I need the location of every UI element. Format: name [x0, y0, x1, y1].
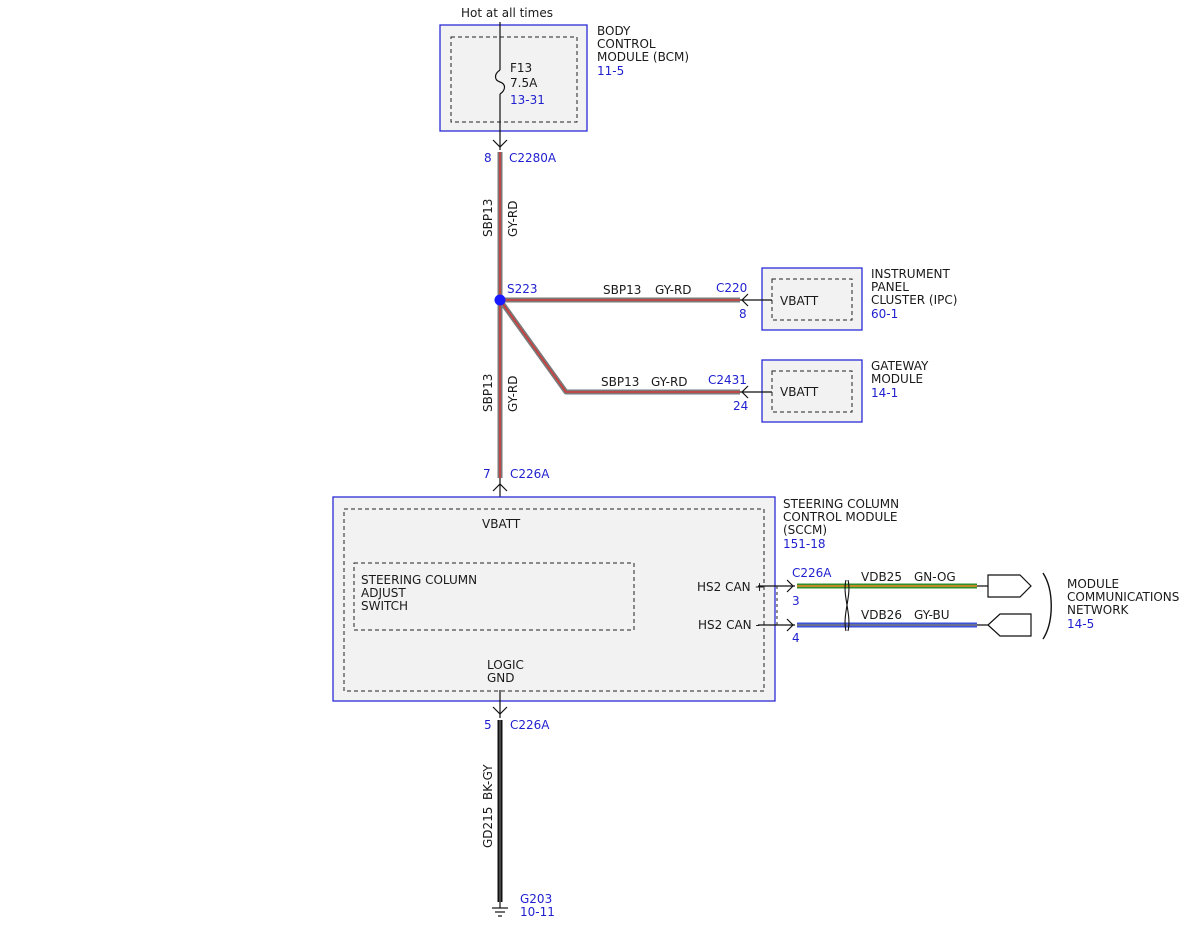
bcm-name-line-2: CONTROL	[597, 37, 656, 51]
gateway-connector-arrow-icon	[740, 385, 772, 399]
ipc-connector-arrow-icon	[740, 293, 772, 307]
sccm-module[interactable]	[332, 496, 776, 702]
network-ref[interactable]: 14-5	[1067, 617, 1094, 631]
sccm-name-line-3: (SCCM)	[783, 523, 827, 537]
bcm-box	[439, 24, 588, 132]
ipc-module[interactable]	[761, 267, 863, 331]
ipc-name-line-1: INSTRUMENT	[871, 267, 950, 281]
wire-gw-circuit: SBP13	[601, 375, 639, 389]
bcm-connector[interactable]: C2280A	[509, 151, 557, 165]
twisted-pair-icon	[844, 579, 850, 632]
wire-ipc-circuit: SBP13	[603, 283, 641, 297]
network-bracket-icon	[1042, 572, 1052, 640]
splice-dot-icon[interactable]	[494, 294, 506, 306]
wire-lower-color: GY-RD	[506, 375, 520, 412]
sccm-gnd-pin[interactable]: 5	[484, 718, 492, 732]
sccm-ref[interactable]: 151-18	[783, 537, 826, 551]
wire-sbp13-gateway-branch[interactable]	[497, 298, 740, 395]
ground-symbol-icon	[492, 902, 508, 917]
ipc-pin[interactable]: 8	[739, 307, 747, 321]
ipc-connector[interactable]: C220	[716, 281, 747, 295]
wire-gw-color: GY-RD	[651, 375, 688, 389]
bcm-inner-box	[450, 36, 578, 123]
gateway-connector[interactable]: C2431	[708, 373, 747, 387]
wire-upper-color: GY-RD	[506, 200, 520, 237]
sccm-name-line-2: CONTROL MODULE	[783, 510, 898, 524]
power-feed-line	[492, 22, 508, 150]
bcm-ref[interactable]: 11-5	[597, 64, 624, 78]
fuse-rating: 7.5A	[510, 76, 538, 90]
sccm-box	[332, 496, 776, 702]
switch-line-3: SWITCH	[361, 599, 408, 613]
sccm-vbatt-connector[interactable]: C226A	[510, 467, 550, 481]
bcm-name-line-1: BODY	[597, 24, 631, 38]
can-high-color: GN-OG	[914, 570, 956, 584]
bcm-name-line-3: MODULE (BCM)	[597, 50, 689, 64]
gateway-terminal: VBATT	[780, 385, 819, 399]
can-low-label: HS2 CAN -	[698, 618, 760, 632]
gateway-name-line-2: MODULE	[871, 372, 923, 386]
logic-line-1: LOGIC	[487, 658, 524, 672]
ipc-ref[interactable]: 60-1	[871, 307, 898, 321]
ipc-name-line-3: CLUSTER (IPC)	[871, 293, 957, 307]
sccm-inner-box	[343, 508, 765, 692]
gateway-module[interactable]	[761, 359, 863, 423]
fuse-icon	[494, 69, 506, 95]
connector-arrow-icon	[492, 139, 508, 148]
wire-ipc-color: GY-RD	[655, 283, 692, 297]
network-name-line-2: COMMUNICATIONS	[1067, 590, 1179, 604]
ground-ref[interactable]: 10-11	[520, 905, 555, 919]
ground-wire-color: BK-GY	[481, 764, 495, 800]
can-low-color: GY-BU	[914, 608, 950, 622]
gateway-inner-box	[771, 370, 853, 413]
network-connector-low-icon[interactable]	[977, 613, 1032, 637]
wire-lower-circuit: SBP13	[481, 374, 495, 412]
sccm-gnd-arrow-icon	[492, 690, 508, 718]
logic-line-2: GND	[487, 671, 515, 685]
ipc-name-line-2: PANEL	[871, 280, 909, 294]
can-connector-arrows-icon	[758, 579, 795, 632]
switch-line-2: ADJUST	[361, 586, 406, 600]
splice-name[interactable]: S223	[507, 282, 538, 296]
fuse-name: F13	[510, 61, 532, 75]
gateway-ref[interactable]: 14-1	[871, 386, 898, 400]
can-high-label: HS2 CAN +	[697, 580, 765, 594]
can-connector[interactable]: C226A	[792, 566, 832, 580]
network-name-line-1: MODULE	[1067, 577, 1119, 591]
can-low-pin[interactable]: 4	[792, 631, 800, 645]
sccm-vbatt-pin[interactable]: 7	[483, 467, 491, 481]
wire-upper-circuit: SBP13	[481, 199, 495, 237]
adjust-switch-box[interactable]	[353, 562, 635, 631]
ipc-terminal: VBATT	[780, 294, 819, 308]
can-low-circuit: VDB26	[861, 608, 902, 622]
power-label: Hot at all times	[461, 6, 553, 20]
network-connector-high-icon[interactable]	[977, 574, 1032, 598]
sccm-vbatt-label: VBATT	[482, 517, 521, 531]
sccm-gnd-connector[interactable]: C226A	[510, 718, 550, 732]
bcm-pin[interactable]: 8	[484, 151, 492, 165]
bcm-module[interactable]	[439, 24, 588, 132]
fuse-ref[interactable]: 13-31	[510, 93, 545, 107]
ground-name[interactable]: G203	[520, 892, 552, 906]
can-high-pin[interactable]: 3	[792, 594, 800, 608]
ipc-inner-box	[771, 278, 853, 321]
can-high-circuit: VDB25	[861, 570, 902, 584]
sccm-name-line-1: STEERING COLUMN	[783, 497, 899, 511]
gateway-name-line-1: GATEWAY	[871, 359, 929, 373]
gateway-pin[interactable]: 24	[733, 399, 748, 413]
network-name-line-3: NETWORK	[1067, 603, 1130, 617]
switch-line-1: STEERING COLUMN	[361, 573, 477, 587]
ground-wire-circuit: GD215	[481, 807, 495, 848]
